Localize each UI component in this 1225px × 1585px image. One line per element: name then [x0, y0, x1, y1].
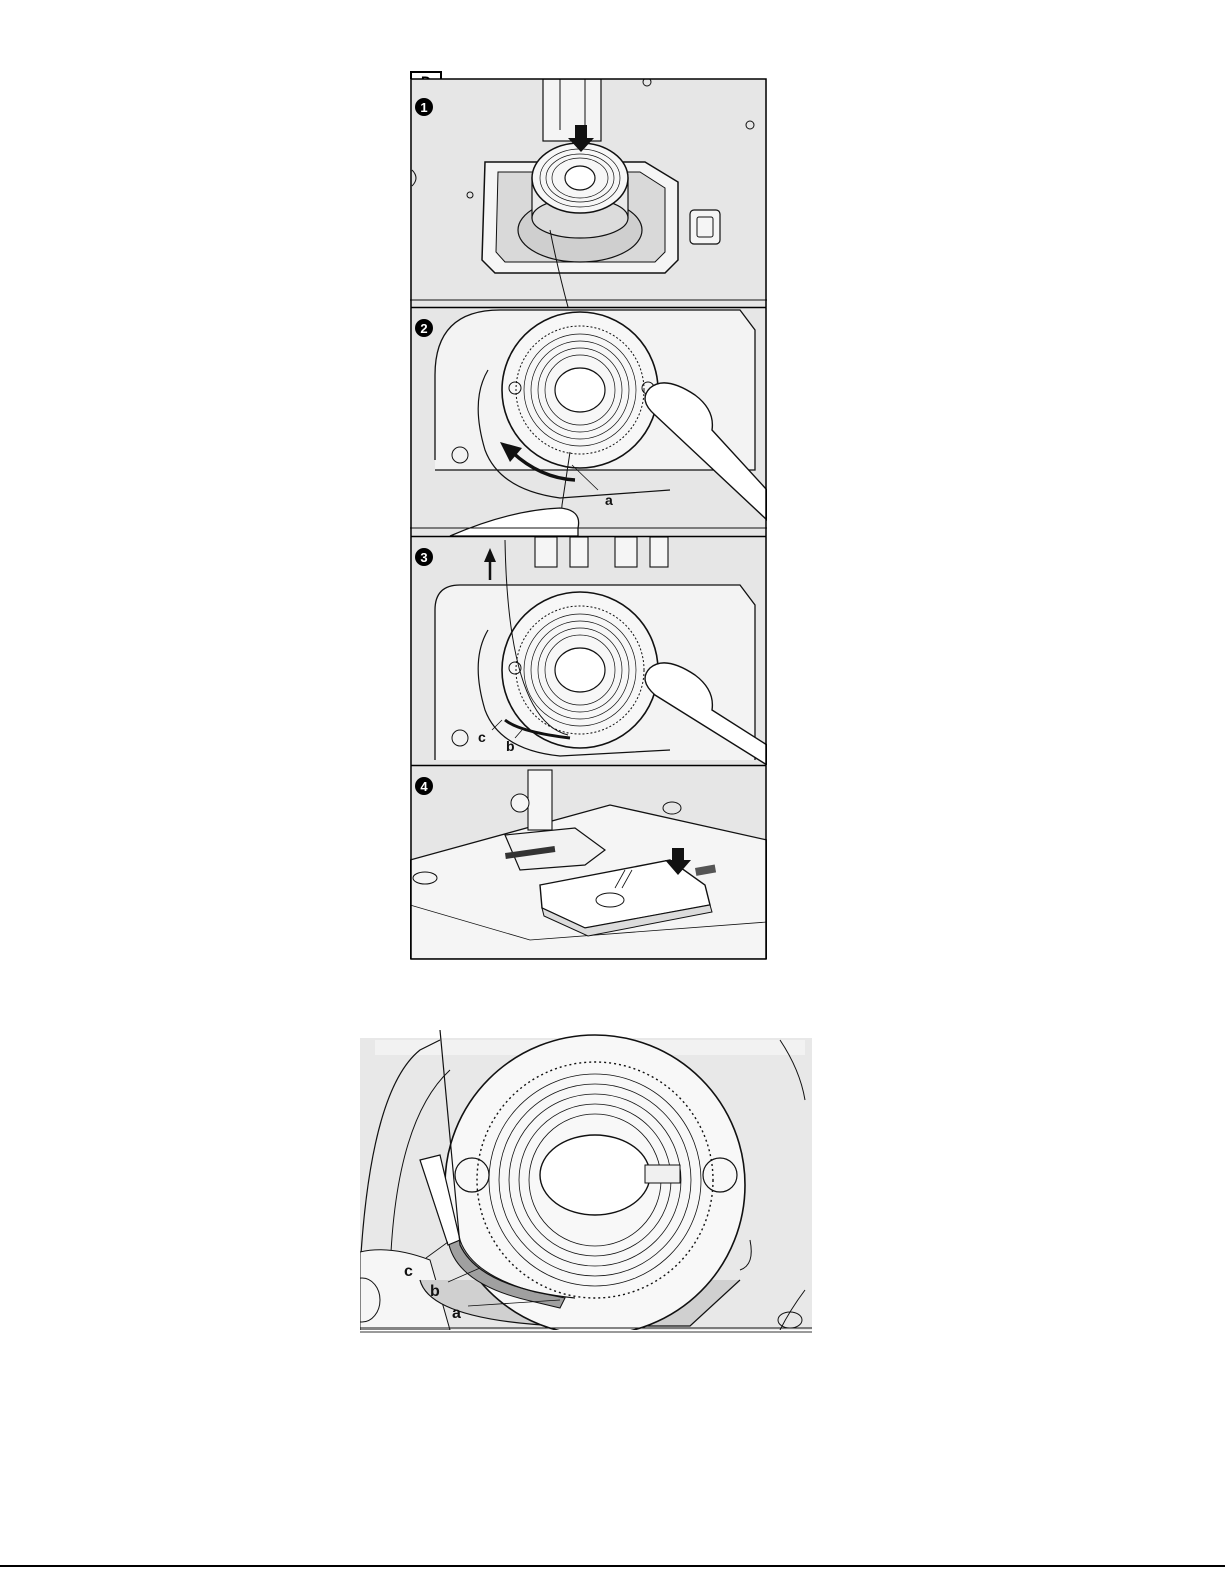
svg-text:3: 3 [420, 550, 427, 565]
detail-callout-c: c [404, 1263, 413, 1280]
panel-step-2 [410, 308, 767, 536]
svg-text:4: 4 [420, 779, 428, 794]
panel-step-4 [410, 766, 767, 959]
detail-callout-a: a [452, 1305, 461, 1322]
callout-a-step-2: a [605, 492, 613, 508]
page-bottom-rule [0, 1565, 1225, 1567]
detail-figure: c b a [360, 1030, 815, 1345]
bobbin-case-detail [360, 1030, 812, 1335]
step-number-3: 3 [415, 548, 433, 566]
svg-text:2: 2 [420, 321, 427, 336]
panel-step-3 [410, 537, 767, 765]
step-number-4: 4 [415, 777, 433, 795]
callout-b-step-3: b [506, 738, 515, 754]
detail-callout-b: b [430, 1283, 440, 1300]
step-number-2: 2 [415, 319, 433, 337]
svg-text:1: 1 [420, 100, 427, 115]
callout-c-step-3: c [478, 729, 486, 745]
panel-step-1 [410, 78, 767, 307]
step-figure: D 1 [410, 70, 767, 960]
step-number-1: 1 [415, 98, 433, 116]
